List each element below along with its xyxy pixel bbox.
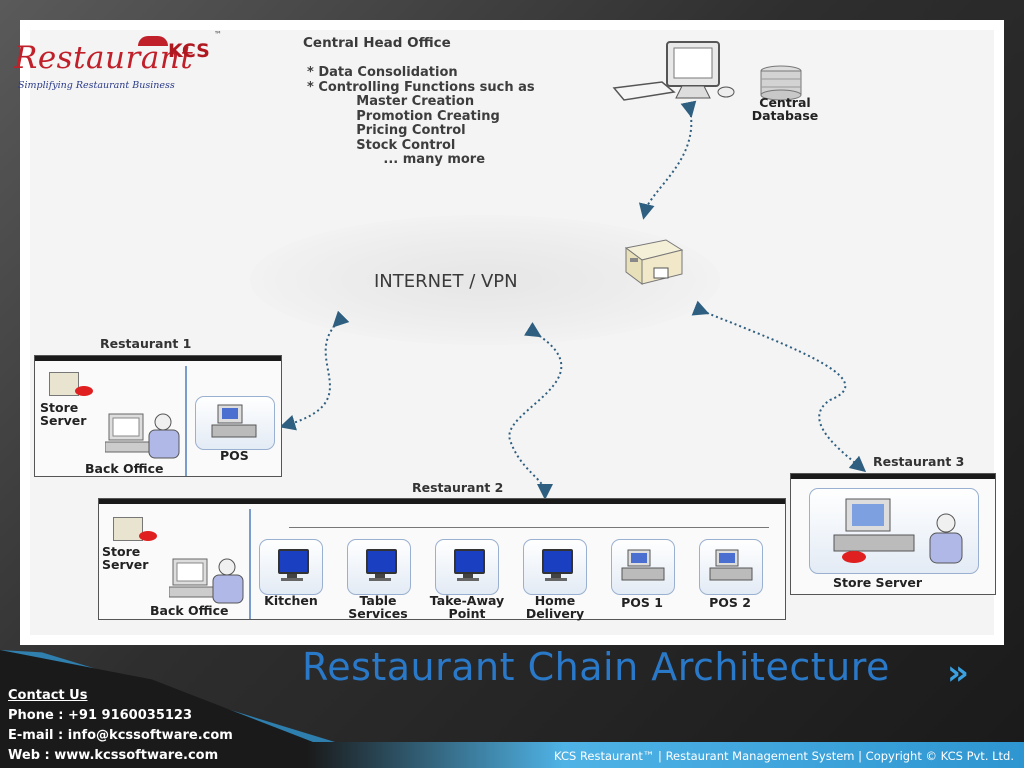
red-db-icon: [139, 531, 157, 541]
footer-text: KCS Restaurant™ | Restaurant Management …: [554, 749, 1014, 763]
link-headoffice: [638, 100, 697, 220]
head-office-line: Stock Control: [311, 137, 456, 153]
divider: [185, 366, 187, 476]
terminal-label-take-away: Take-Away Point: [429, 593, 505, 621]
monitor-stand: [375, 574, 385, 578]
pos-terminal: [195, 396, 275, 450]
restaurant1-pos-label: POS: [220, 448, 249, 463]
store-server-icon: [113, 517, 143, 541]
head-office-line: ... many more: [311, 152, 486, 167]
contact-phone: Phone : +91 9160035123: [8, 708, 192, 723]
terminal-label-kitchen: Kitchen: [264, 593, 318, 608]
head-office-title: Central Head Office: [303, 35, 451, 51]
internet-vpn-label: INTERNET / VPN: [374, 271, 518, 292]
monitor-icon: [454, 549, 485, 574]
pos2-terminal: [699, 539, 763, 595]
pos-icon: [621, 549, 665, 581]
monitor-base: [369, 578, 391, 581]
restaurant3-store-server-label: Store Server: [833, 575, 922, 590]
contact-web: Web : www.kcssoftware.com: [8, 748, 219, 763]
restaurant2-title: Restaurant 2: [412, 480, 504, 495]
home-delivery-terminal: [523, 539, 587, 595]
computer-icon: [612, 41, 735, 101]
pos1-terminal: [611, 539, 675, 595]
restaurant2-header-bar: [99, 499, 785, 504]
monitor-icon: [278, 549, 309, 574]
server-icon: [624, 239, 684, 285]
monitor-stand: [551, 574, 561, 578]
table-services-terminal: [347, 539, 411, 595]
terminal-label-pos1: POS 1: [621, 595, 663, 610]
head-office-line: * Controlling Functions such as: [307, 79, 535, 95]
pos-icon: [211, 404, 257, 438]
terminal-label-pos2: POS 2: [709, 595, 751, 610]
restaurant1-header-bar: [35, 356, 281, 361]
logo-tagline: Simplifying Restaurant Business: [18, 80, 175, 91]
restaurant1-back-office-label: Back Office: [85, 461, 164, 476]
restaurant2-store-server-label: Store Server: [102, 544, 149, 572]
contact-email: E-mail : info@kcssoftware.com: [8, 728, 233, 743]
back-office-icon: [169, 558, 244, 604]
monitor-base: [281, 578, 303, 581]
network-line: [289, 527, 769, 528]
link-restaurant1: [279, 310, 350, 431]
connection-arrows: [279, 100, 867, 500]
restaurant3-title: Restaurant 3: [873, 454, 965, 469]
monitor-icon: [366, 549, 397, 574]
slide-title: Restaurant Chain Architecture: [302, 645, 890, 689]
monitor-icon: [542, 549, 573, 574]
kitchen-terminal: [259, 539, 323, 595]
footer-band: [0, 742, 1024, 768]
back-office-icon: [105, 413, 180, 459]
terminal-label-table-services: Table Services: [348, 593, 408, 621]
store-server-icon: [833, 498, 963, 564]
restaurant3-header-bar: [791, 474, 995, 479]
restaurant3-box: Store Server: [790, 473, 996, 595]
monitor-stand: [287, 574, 297, 578]
terminal-label-home-delivery: Home Delivery: [525, 593, 585, 621]
monitor-base: [457, 578, 479, 581]
database-icon: [760, 65, 802, 101]
restaurant1-box: Store Server Back Office POS: [34, 355, 282, 477]
store-server-tile: [809, 488, 979, 574]
central-database-label: Central Database: [751, 95, 819, 123]
monitor-base: [545, 578, 567, 581]
divider: [249, 509, 251, 619]
link-restaurant2: [508, 321, 563, 500]
contact-heading: Contact Us: [8, 688, 88, 703]
restaurant2-back-office-label: Back Office: [150, 603, 229, 618]
head-office-list: * Data Consolidation * Controlling Funct…: [307, 65, 535, 168]
logo-trademark: ™: [214, 30, 222, 39]
restaurant2-box: Store Server Back Office Kitchen Table: [98, 498, 786, 620]
head-office-line: Master Creation: [311, 94, 475, 109]
pos-icon: [709, 549, 753, 581]
red-db-icon: [75, 386, 93, 396]
link-restaurant3: [691, 300, 867, 473]
chef-hat-icon: [138, 36, 168, 46]
logo-kcs: KCS: [168, 40, 210, 62]
head-office-line: * Data Consolidation: [307, 65, 458, 80]
take-away-terminal: [435, 539, 499, 595]
restaurant1-title: Restaurant 1: [100, 336, 192, 351]
next-chevron-icon[interactable]: »: [947, 653, 969, 693]
store-server-icon: [49, 372, 79, 396]
head-office-line: Pricing Control: [311, 123, 466, 138]
head-office-line: Promotion Creating: [311, 108, 500, 124]
logo-text: Restaurant: [14, 40, 194, 76]
restaurant1-store-server-label: Store Server: [40, 400, 87, 428]
monitor-stand: [463, 574, 473, 578]
